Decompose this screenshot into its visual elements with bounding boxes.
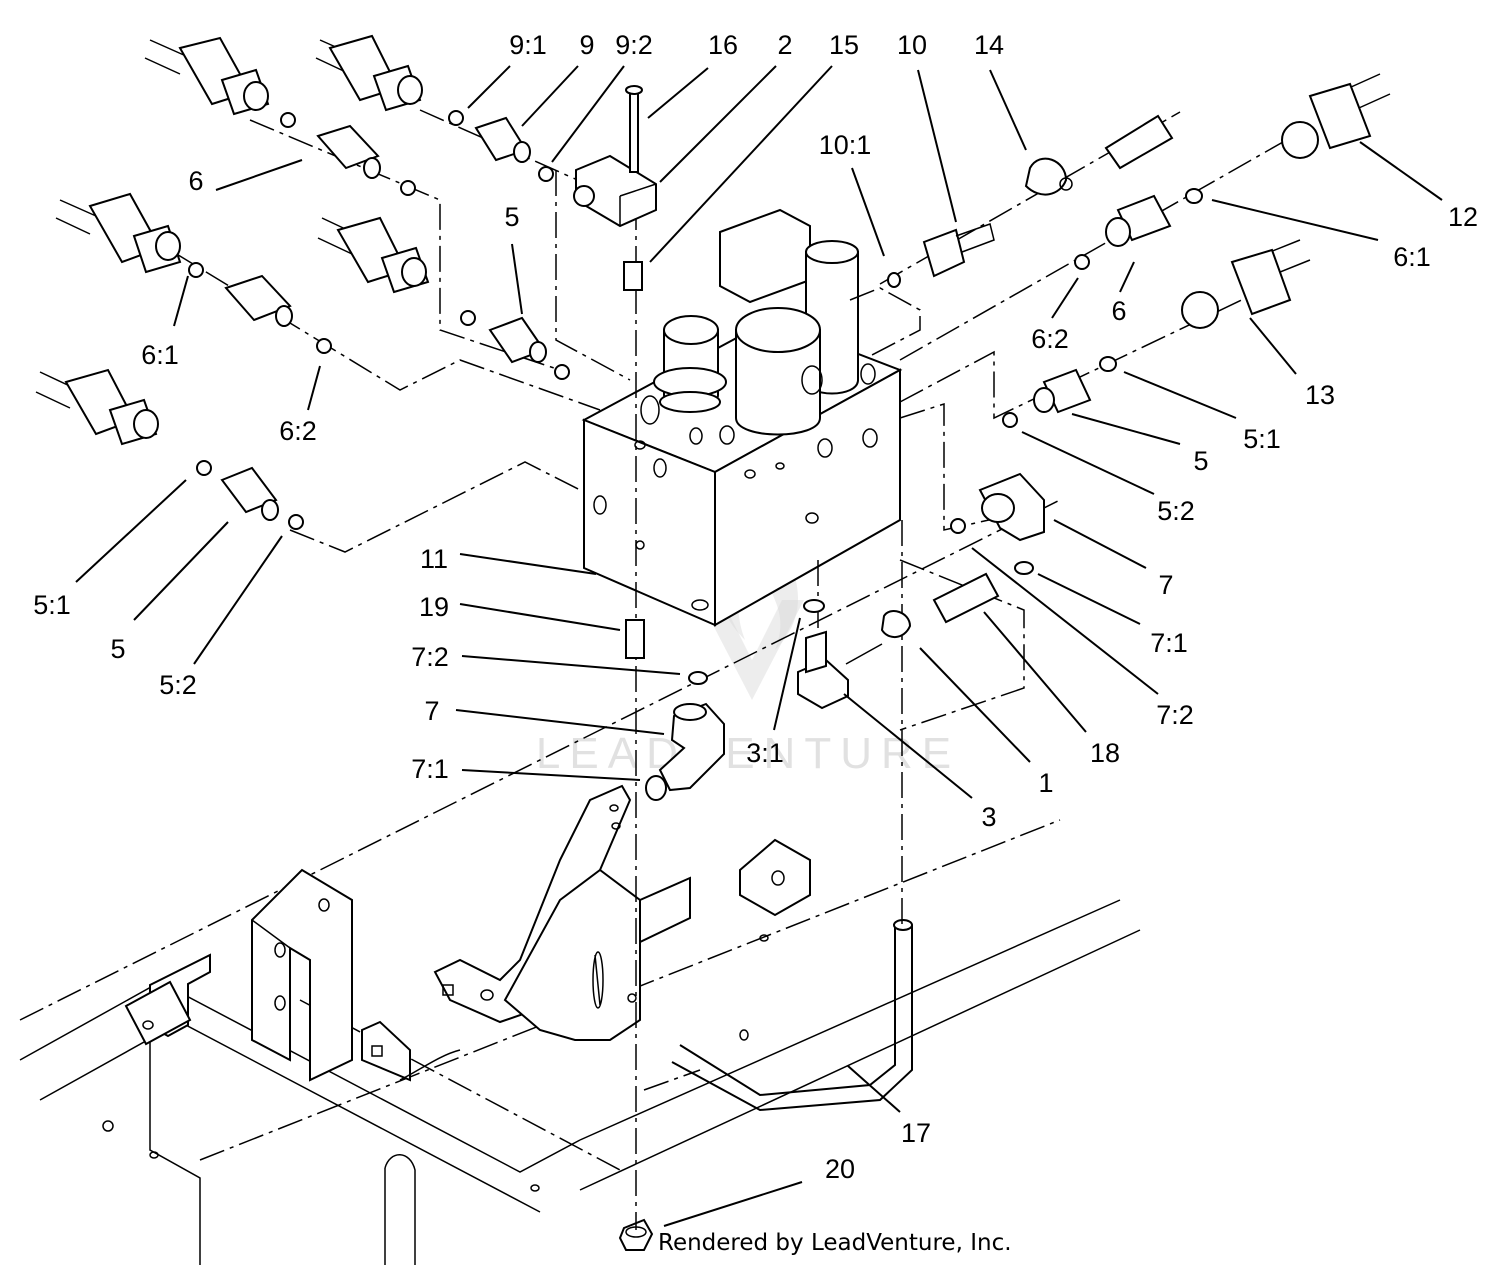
callout-leader-14 (989, 69, 1027, 151)
callout-leader-6 (215, 159, 303, 191)
callout-label-7: 7 (1158, 570, 1173, 600)
callout-label-7-2: 7:2 (1156, 700, 1194, 730)
callout-label-5: 5 (504, 202, 519, 232)
callout-leader-12 (1359, 141, 1443, 201)
callout-label-6: 6 (1111, 296, 1126, 326)
manifold-block (581, 208, 903, 627)
callout-leader-3 (843, 693, 973, 799)
v-logo-mark (700, 600, 804, 700)
callout-label-11: 11 (420, 544, 448, 574)
callout-leader-5-1 (1123, 371, 1237, 419)
callout-leader-9-2 (551, 65, 625, 163)
callout-leader-10 (917, 69, 957, 223)
callout-leader-20 (663, 1181, 803, 1227)
callout-label-5: 5 (1193, 446, 1208, 476)
callout-leader-2 (659, 65, 777, 183)
callout-leader-5-2 (193, 535, 283, 665)
callout-leader-19 (459, 603, 621, 631)
callout-label-5-1: 5:1 (1243, 424, 1281, 454)
render-credit: Rendered by LeadVenture, Inc. (658, 1230, 1012, 1256)
callout-leader-3-1 (773, 617, 801, 731)
callout-label-7-1: 7:1 (411, 754, 449, 784)
callout-label-19: 19 (419, 592, 449, 622)
callout-leader-5 (1071, 413, 1181, 445)
callout-label-16: 16 (708, 30, 738, 60)
callout-label-3: 3 (981, 802, 996, 832)
callout-label-6-2: 6:2 (279, 416, 317, 446)
callout-label-5-2: 5:2 (159, 670, 197, 700)
callout-label-12: 12 (1448, 202, 1478, 232)
callout-leader-6-2 (307, 365, 321, 411)
callout-label-17: 17 (901, 1118, 931, 1148)
callout-leader-9 (521, 65, 579, 127)
callout-leader-18 (983, 611, 1087, 733)
callout-leader-13 (1249, 317, 1297, 375)
callout-leader-6-1 (1211, 199, 1379, 241)
callout-label-6-1: 6:1 (1393, 242, 1431, 272)
callout-leader-6-1 (173, 275, 189, 327)
watermark-text: LEADVENTURE (536, 729, 960, 778)
callout-label-18: 18 (1090, 738, 1120, 768)
callout-leader-7-2 (971, 547, 1159, 695)
left-hose-fittings (35, 34, 657, 659)
callout-leader-6-2 (1051, 277, 1079, 319)
callout-label-9-2: 9:2 (615, 30, 653, 60)
callout-label-9: 9 (579, 30, 594, 60)
callout-leader-6 (1119, 261, 1135, 293)
frame-assembly (19, 499, 1141, 1265)
callout-label-20: 20 (825, 1154, 855, 1184)
callout-leader-7-1 (461, 769, 641, 781)
callout-label-7: 7 (424, 696, 439, 726)
callout-label-10: 10 (897, 30, 927, 60)
callout-label-5: 5 (110, 634, 125, 664)
callout-leader-5-1 (75, 479, 187, 583)
callout-label-7-2: 7:2 (411, 642, 449, 672)
callout-label-13: 13 (1305, 380, 1335, 410)
callout-label-6-2: 6:2 (1031, 324, 1069, 354)
callout-label-7-1: 7:1 (1150, 628, 1188, 658)
callout-label-6: 6 (188, 166, 203, 196)
callout-leader-9-1 (467, 65, 511, 109)
callout-leader-16 (647, 67, 709, 119)
callout-leader-5-2 (1021, 431, 1155, 495)
callout-label-15: 15 (829, 30, 859, 60)
callout-leader-7-1 (1037, 573, 1141, 625)
callout-label-10-1: 10:1 (819, 130, 872, 160)
callout-leader-1 (919, 647, 1031, 763)
callout-label-6-1: 6:1 (141, 340, 179, 370)
callout-leader-7 (1053, 519, 1147, 569)
callout-label-2: 2 (777, 30, 792, 60)
callout-label-5-2: 5:2 (1157, 496, 1195, 526)
callout-leader-15 (649, 65, 833, 263)
callout-leader-7 (455, 709, 665, 735)
callout-leader-7-2 (461, 655, 681, 675)
callout-label-3-1: 3:1 (746, 738, 784, 768)
callout-leader-5 (133, 521, 229, 621)
callout-label-1: 1 (1038, 768, 1053, 798)
callout-label-5-1: 5:1 (33, 590, 71, 620)
callout-leader-17 (847, 1065, 901, 1113)
callout-leader-10-1 (851, 167, 885, 257)
callout-leader-5 (511, 243, 523, 315)
callout-leader-11 (459, 553, 597, 575)
callout-label-9-1: 9:1 (509, 30, 547, 60)
callout-label-14: 14 (974, 30, 1004, 60)
right-hose-fittings (645, 73, 1391, 801)
